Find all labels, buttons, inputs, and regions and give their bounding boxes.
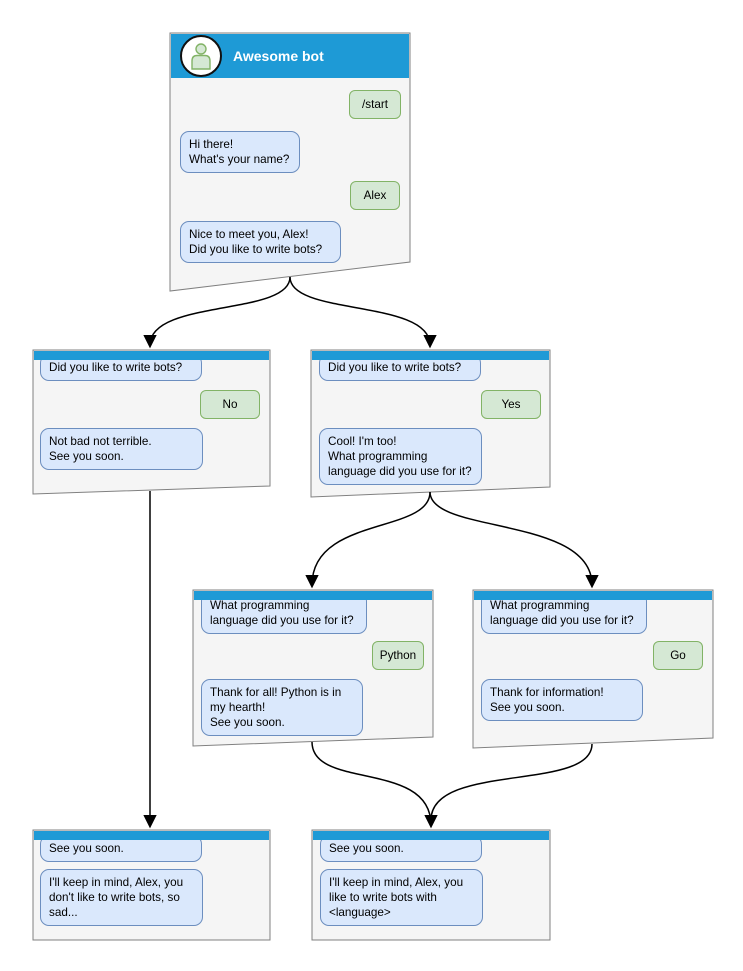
yes-window-header <box>312 351 549 360</box>
user-reply-bubble: Go <box>653 641 703 670</box>
user-reply-bubble: Alex <box>350 181 400 210</box>
user-reply-bubble: No <box>200 390 260 419</box>
bot-message-bubble: Thank for information! See you soon. <box>481 679 643 721</box>
end-yes-window-header <box>313 831 549 840</box>
arrow-python-to-end <box>311 741 438 829</box>
bot-message-bubble: Thank for all! Python is in my hearth! S… <box>201 679 363 736</box>
no-window-header <box>34 351 269 360</box>
user-reply-bubble: Yes <box>481 390 541 419</box>
arrow-go-to-end <box>430 743 593 821</box>
bot-message-bubble: I'll keep in mind, Alex, you don't like … <box>40 869 203 926</box>
python-window-header <box>194 591 432 600</box>
bot-message-bubble: Cool! I'm too! What programming language… <box>319 428 482 485</box>
user-reply-bubble: /start <box>349 90 401 119</box>
root-window-title: Awesome bot <box>233 48 324 64</box>
person-icon <box>191 43 211 70</box>
bot-avatar <box>180 35 222 77</box>
arrow-yes-to-go <box>429 491 599 589</box>
go-window-header <box>474 591 712 600</box>
bot-message-bubble: I'll keep in mind, Alex, you like to wri… <box>320 869 483 926</box>
root-window-header: Awesome bot <box>171 34 409 78</box>
bot-message-bubble: Not bad not terrible. See you soon. <box>40 428 203 470</box>
bot-message-bubble: Nice to meet you, Alex! Did you like to … <box>180 221 341 263</box>
arrow-root-to-yes <box>289 276 437 349</box>
user-reply-bubble: Python <box>372 641 424 670</box>
end-no-window-header <box>34 831 269 840</box>
arrow-yes-to-python <box>305 491 431 589</box>
bot-message-bubble: Hi there! What's your name? <box>180 131 300 173</box>
arrow-root-to-no <box>143 276 291 349</box>
